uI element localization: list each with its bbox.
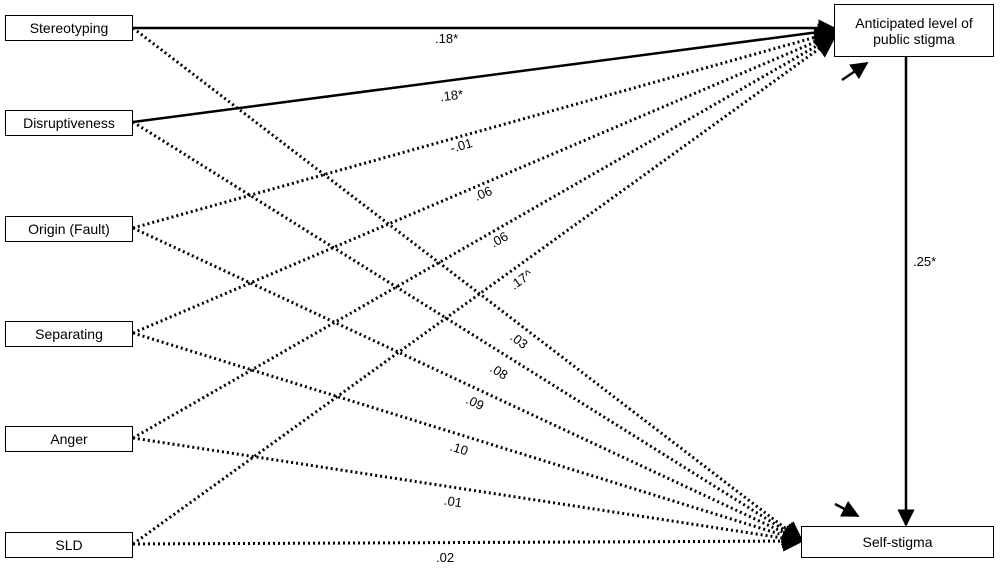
path-origin-to-public-stigma <box>132 26 837 230</box>
path-disruptiveness-to-public-stigma <box>132 23 836 124</box>
label-public-stigma-line1: Anticipated level of <box>855 14 973 31</box>
path-sld-to-public-stigma <box>132 36 836 546</box>
box-anger: Anger <box>5 426 133 452</box>
box-sld: SLD <box>5 532 133 558</box>
path-stereotyping-to-self-stigma <box>132 26 804 543</box>
box-self-stigma: Self-stigma <box>801 526 994 558</box>
label-self-stigma: Self-stigma <box>862 534 933 550</box>
coef-public-self: .25* <box>913 254 937 269</box>
path-separating-to-self-stigma <box>132 331 805 546</box>
label-disruptiveness: Disruptiveness <box>23 115 115 131</box>
coef-anger-self: .01 <box>442 492 464 511</box>
coef-sld-self: .02 <box>436 550 455 565</box>
box-origin: Origin (Fault) <box>5 216 133 242</box>
box-disruptiveness: Disruptiveness <box>5 110 133 136</box>
path-separating-to-public-stigma <box>132 31 836 335</box>
label-stereotyping: Stereotyping <box>29 20 109 36</box>
coef-disruptiveness-public: .18* <box>439 86 464 105</box>
label-separating: Separating <box>35 326 103 342</box>
label-sld: SLD <box>55 537 83 553</box>
label-anger: Anger <box>50 431 88 447</box>
box-stereotyping: Stereotyping <box>5 15 133 41</box>
label-public-stigma-line2: public stigma <box>873 30 955 47</box>
path-anger-to-self-stigma <box>132 436 805 549</box>
residual-arrow-public-stigma <box>841 61 869 82</box>
label-origin: Origin (Fault) <box>28 221 110 237</box>
box-anticipated-public-stigma: Anticipated level of public stigma <box>834 4 994 57</box>
path-origin-to-self-stigma <box>132 226 804 543</box>
path-anger-to-public-stigma <box>132 34 836 440</box>
box-separating: Separating <box>5 321 133 347</box>
path-disruptiveness-to-self-stigma <box>132 120 804 543</box>
coef-stereotyping-public: .18* <box>435 31 459 46</box>
residual-arrow-self-stigma <box>834 500 860 518</box>
path-sld-to-self-stigma <box>132 530 805 552</box>
